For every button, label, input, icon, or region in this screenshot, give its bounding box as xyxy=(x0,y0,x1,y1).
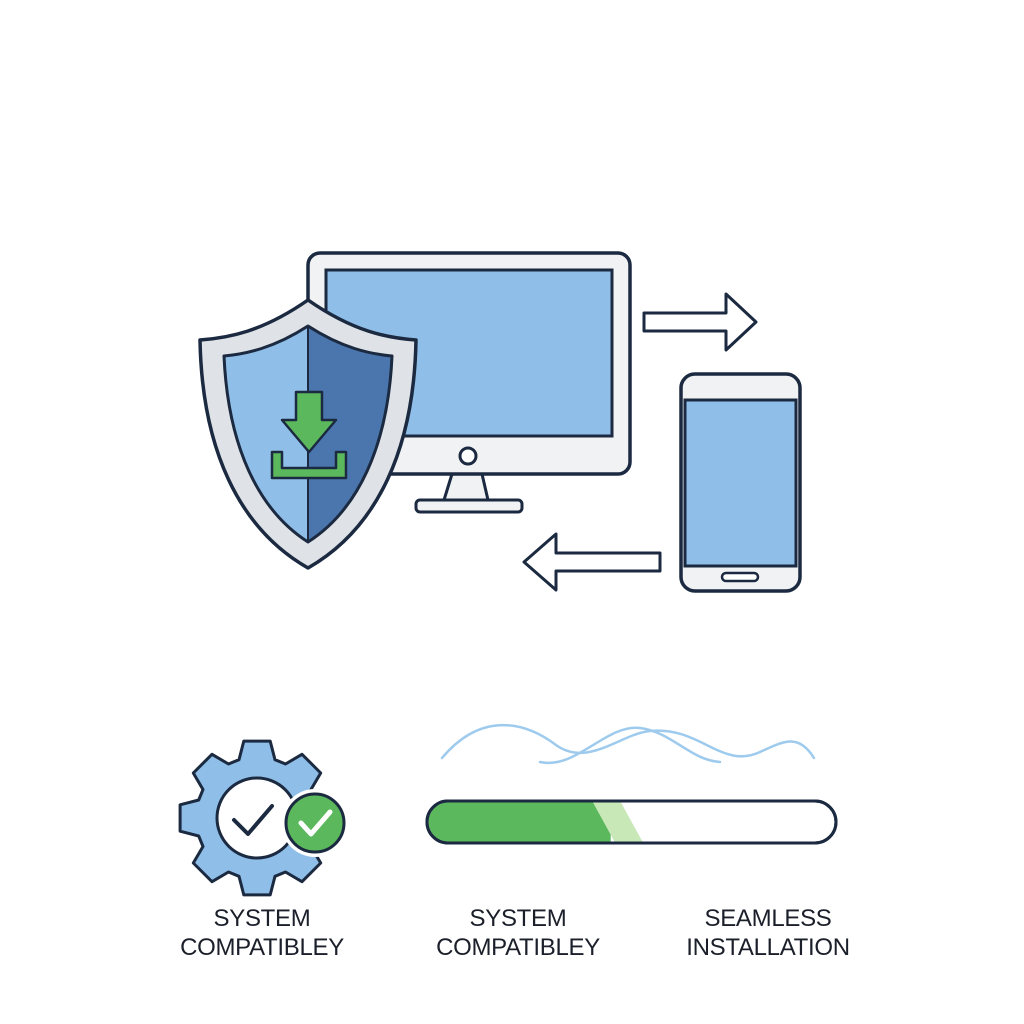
progress-sheen xyxy=(592,802,643,842)
progress-bar xyxy=(425,799,838,845)
wave-icon xyxy=(440,724,816,765)
caption-seamless-installation: SEAMLESS INSTALLATION xyxy=(648,904,888,962)
arrow-right-icon xyxy=(642,292,758,352)
caption-line-1: SYSTEM xyxy=(213,905,311,932)
caption-system-compatibility-center: SYSTEM COMPATIBLEY xyxy=(398,904,638,962)
arrow-left-icon xyxy=(522,532,662,592)
caption-line-1: SEAMLESS xyxy=(704,905,832,932)
caption-line-2: INSTALLATION xyxy=(686,934,850,961)
gear-check-icon xyxy=(178,739,349,897)
caption-line-1: SYSTEM xyxy=(469,905,567,932)
caption-line-2: COMPATIBLEY xyxy=(180,934,344,961)
shield-download-icon xyxy=(198,298,418,570)
caption-system-compatibility-left: SYSTEM COMPATIBLEY xyxy=(142,904,382,962)
smartphone-icon xyxy=(679,372,802,593)
progress-fill xyxy=(428,802,611,842)
caption-line-2: COMPATIBLEY xyxy=(436,934,600,961)
